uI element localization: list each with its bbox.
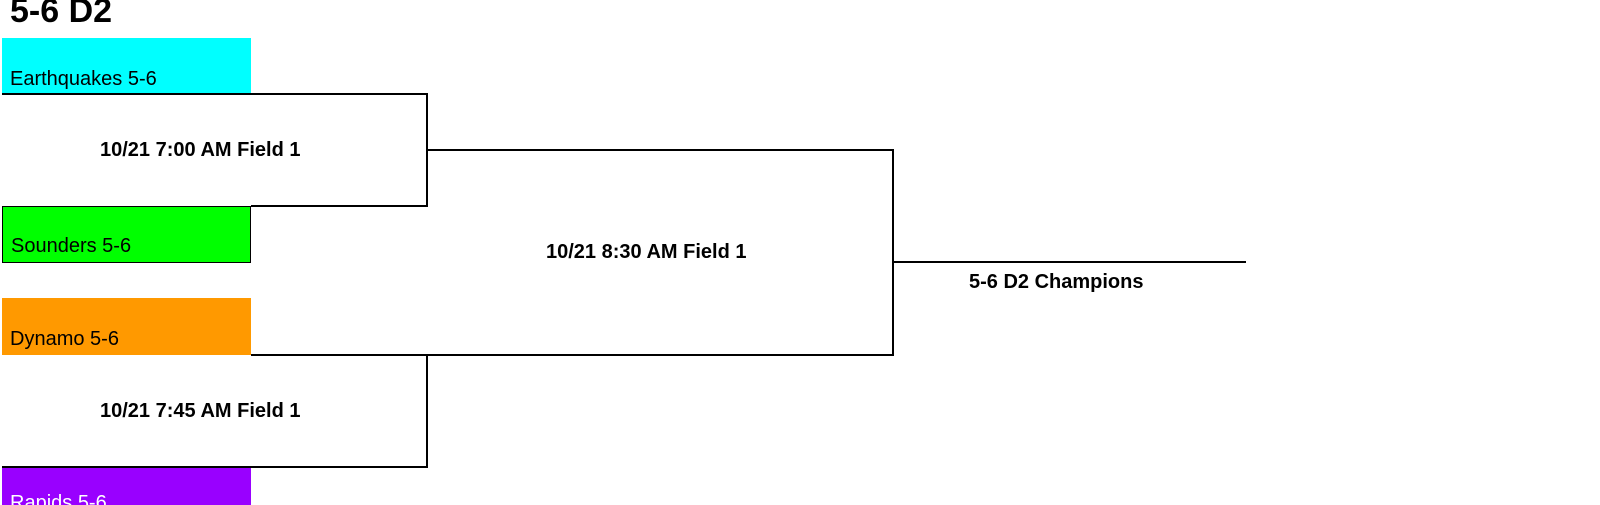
bracket-connector <box>2 466 428 468</box>
team-label: Dynamo 5-6 <box>10 328 119 350</box>
bracket-connector <box>428 149 894 151</box>
team-label: Earthquakes 5-6 <box>10 68 157 90</box>
bracket-connector <box>251 205 428 207</box>
bracket-connector <box>2 93 428 95</box>
bracket-connector <box>251 354 893 356</box>
bracket-connector <box>892 149 894 356</box>
team-slot-earthquakes: Earthquakes 5-6 <box>2 38 251 95</box>
team-slot-dynamo: Dynamo 5-6 <box>2 298 251 355</box>
bracket-connector <box>426 93 428 207</box>
bracket-connector <box>426 354 428 468</box>
champion-label: 5-6 D2 Champions <box>969 271 1144 293</box>
bracket-title: 5-6 D2 <box>10 0 113 30</box>
game-label: 10/21 7:00 AM Field 1 <box>100 139 301 161</box>
team-label: Rapids 5-6 <box>10 492 107 505</box>
team-label: Sounders 5-6 <box>11 235 132 257</box>
game-label: 10/21 8:30 AM Field 1 <box>546 241 747 263</box>
champion-line <box>892 261 1246 263</box>
team-slot-sounders: Sounders 5-6 <box>2 206 251 263</box>
game-label: 10/21 7:45 AM Field 1 <box>100 400 301 422</box>
team-slot-rapids: Rapids 5-6 <box>2 467 251 505</box>
